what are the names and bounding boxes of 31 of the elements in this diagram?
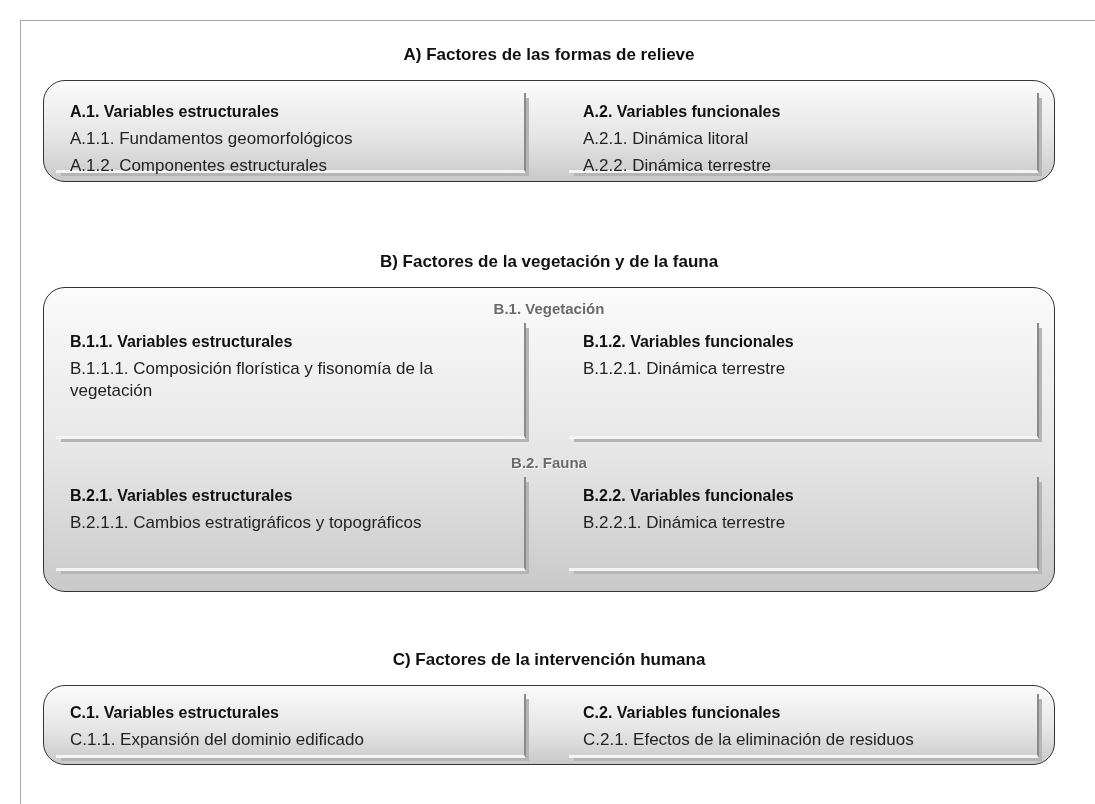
variable-card — [569, 323, 1039, 439]
subsection-heading: B.1. Vegetación — [492, 300, 606, 317]
variable-item: A.2.1. Dinámica litoral — [583, 128, 750, 150]
variable-card — [569, 694, 1039, 758]
variable-item: A.2.2. Dinámica terrestre — [583, 155, 772, 178]
variable-card — [56, 694, 526, 758]
variable-card — [569, 93, 1039, 173]
variable-item: B.1.1.1. Composición florística y fisonomía de la vegetación — [70, 358, 434, 403]
subsection-heading: B.2. Fauna — [510, 454, 588, 471]
variable-card — [56, 93, 526, 173]
variable-item: B.2.1.1. Cambios estratigráficos y topográficos — [70, 512, 423, 534]
variable-card — [56, 323, 526, 439]
section-heading: B) Factores de la vegetación y de la fauna — [378, 252, 720, 272]
section-heading: C) Factores de la intervención humana — [391, 650, 707, 670]
variable-item: B.1.2.1. Dinámica terrestre — [583, 358, 787, 380]
card-heading: B.2.1. Variables estructurales — [70, 487, 294, 505]
card-heading: A.2. Variables funcionales — [583, 103, 782, 121]
variable-item: A.1.1. Fundamentos geomorfológicos — [70, 128, 354, 150]
section-heading: A) Factores de las formas de relieve — [402, 45, 696, 65]
card-heading: C.2. Variables funcionales — [583, 704, 782, 722]
variable-item: C.2.1. Efectos de la eliminación de residuos — [583, 729, 915, 751]
variable-item: A.1.2. Componentes estructurales — [70, 155, 329, 178]
variable-card — [56, 477, 526, 571]
variable-item: C.1.1. Expansión del dominio edificado — [70, 729, 365, 751]
variable-item: B.2.2.1. Dinámica terrestre — [583, 512, 787, 534]
card-heading: B.1.1. Variables estructurales — [70, 333, 294, 351]
card-heading: A.1. Variables estructurales — [70, 103, 280, 121]
card-heading: B.2.2. Variables funcionales — [583, 487, 795, 505]
card-heading: C.1. Variables estructurales — [70, 704, 280, 722]
card-heading: B.1.2. Variables funcionales — [583, 333, 795, 351]
variable-card — [569, 477, 1039, 571]
